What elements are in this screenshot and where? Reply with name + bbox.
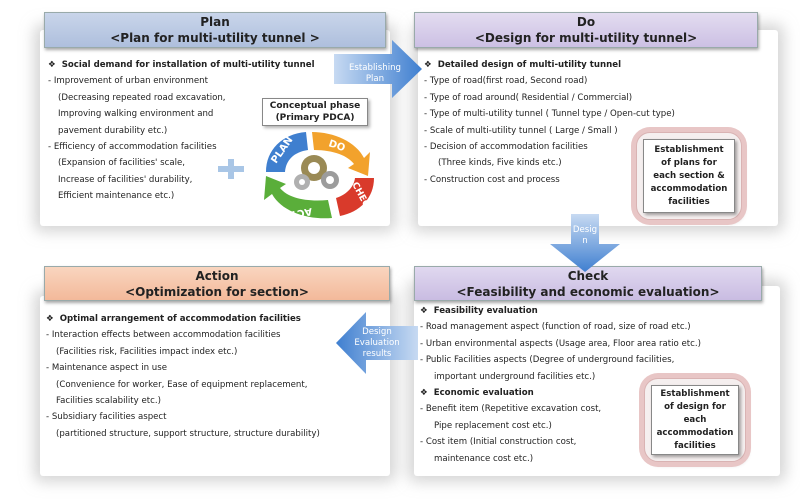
cycle-do-segment	[312, 132, 370, 176]
check-line: - Urban environmental aspects (Usage are…	[420, 338, 701, 349]
plan-header-title: Plan	[200, 15, 230, 29]
plan-line: (Expansion of facilities' scale,	[58, 158, 186, 169]
check-line: maintenance cost etc.)	[434, 453, 534, 464]
do-header-subtitle: <Design for multi-utility tunnel>	[474, 31, 698, 45]
cycle-act-label: ACT	[289, 205, 313, 220]
do-header-title: Do	[576, 15, 596, 29]
plan-line: Efficient maintenance etc.)	[58, 191, 175, 202]
cycle-plan-segment	[266, 132, 308, 172]
plan-line: Improving walking environment and	[58, 109, 214, 120]
plan-line: Increase of facilities' durability,	[58, 174, 193, 185]
do-line: (Three kinds, Five kinds etc.)	[438, 158, 562, 169]
plan-bullet-title: ❖ Social demand for installation of mult…	[48, 60, 315, 70]
plan-panel	[40, 30, 390, 226]
do-line: - Type of road around( Residential / Com…	[424, 92, 633, 103]
check-line: Pipe replacement cost etc.)	[434, 420, 552, 431]
check-content: ❖ Feasibility evaluation - Road manageme…	[420, 303, 701, 467]
plus-icon	[218, 159, 244, 179]
plan-line: pavement durability etc.)	[58, 125, 168, 136]
plan-content: ❖ Social demand for installation of mult…	[48, 57, 315, 205]
action-header-title: Action	[195, 269, 239, 283]
action-header: Action <Optimization for section>	[44, 266, 390, 301]
check-line: - Public Facilities aspects (Degree of u…	[420, 355, 675, 366]
check-economic-title: ❖ Economic evaluation	[420, 388, 534, 399]
bullet-icon: ❖	[424, 60, 432, 70]
cycle-check-segment	[336, 178, 374, 216]
evaluation-results-arrow-icon	[336, 312, 418, 374]
do-line: - Decision of accommodation facilities	[424, 142, 588, 153]
do-line: - Scale of multi-utility tunnel ( Large …	[424, 125, 618, 136]
check-line: - Benefit item (Repetitive excavation co…	[420, 404, 602, 415]
design-arrow-icon	[550, 214, 620, 272]
bullet-icon: ❖	[48, 60, 56, 70]
do-badge: Establishment of plans for each section …	[636, 132, 742, 220]
plan-header-subtitle: <Plan for multi-utility tunnel >	[110, 31, 320, 45]
action-content: ❖ Optimal arrangement of accommodation f…	[46, 311, 320, 442]
bullet-icon: ❖	[420, 388, 428, 399]
action-line: (partitioned structure, support structur…	[56, 428, 320, 439]
check-header-title: Check	[567, 269, 609, 283]
do-line: - Type of road(first road, Second road)	[424, 76, 588, 87]
action-line: (Convenience for worker, Ease of equipme…	[56, 379, 308, 390]
establishing-plan-label: Establishing Plan	[349, 63, 401, 84]
check-badge: Establishment of design for each accommo…	[644, 378, 746, 462]
do-content: ❖ Detailed design of multi-utility tunne…	[424, 57, 675, 188]
check-line: important underground facilities etc.)	[434, 371, 596, 382]
cycle-act-segment	[264, 176, 332, 219]
check-header-subtitle: <Feasibility and economic evaluation>	[456, 285, 720, 299]
check-badge-text: Establishment of design for each accommo…	[651, 385, 739, 455]
design-arrow-label: Desig n	[572, 225, 598, 246]
action-panel	[40, 296, 390, 476]
evaluation-results-label: Design Evaluation results	[354, 327, 400, 359]
bullet-icon: ❖	[420, 306, 428, 316]
action-line: - Maintenance aspect in use	[46, 363, 167, 374]
do-line: - Construction cost and process	[424, 174, 560, 185]
check-line: - Road management aspect (function of ro…	[420, 322, 691, 333]
action-line: Facilities scalability etc.)	[56, 396, 161, 407]
plan-line: (Decreasing repeated road excavation,	[58, 92, 226, 103]
cycle-do-label: DO	[327, 138, 346, 154]
action-line: - Interaction effects between accommodat…	[46, 330, 281, 341]
action-line: (Facilities risk, Facilities impact inde…	[56, 346, 238, 357]
bullet-icon: ❖	[46, 314, 54, 324]
check-feasibility-title: ❖ Feasibility evaluation	[420, 306, 538, 316]
do-header: Do <Design for multi-utility tunnel>	[414, 12, 758, 48]
plan-header: Plan <Plan for multi-utility tunnel >	[44, 12, 386, 48]
establishing-plan-arrow-icon	[334, 40, 422, 98]
plan-line: - Efficiency of accommodation facilities	[48, 142, 217, 153]
plan-line: - Improvement of urban environment	[48, 76, 208, 87]
do-bullet-title: ❖ Detailed design of multi-utility tunne…	[424, 60, 622, 70]
check-line: - Cost item (Initial construction cost,	[420, 437, 577, 448]
do-badge-text: Establishment of plans for each section …	[643, 139, 735, 213]
conceptual-phase-label: Conceptual phase (Primary PDCA)	[262, 98, 368, 126]
do-line: - Type of multi-utility tunnel ( Tunnel …	[424, 109, 675, 120]
pdca-cycle-icon: PLAN DO CHECK ACT	[264, 132, 375, 220]
action-bullet-title: ❖ Optimal arrangement of accommodation f…	[46, 314, 301, 324]
action-line: - Subsidiary facilities aspect	[46, 412, 167, 423]
action-header-subtitle: <Optimization for section>	[125, 285, 309, 299]
